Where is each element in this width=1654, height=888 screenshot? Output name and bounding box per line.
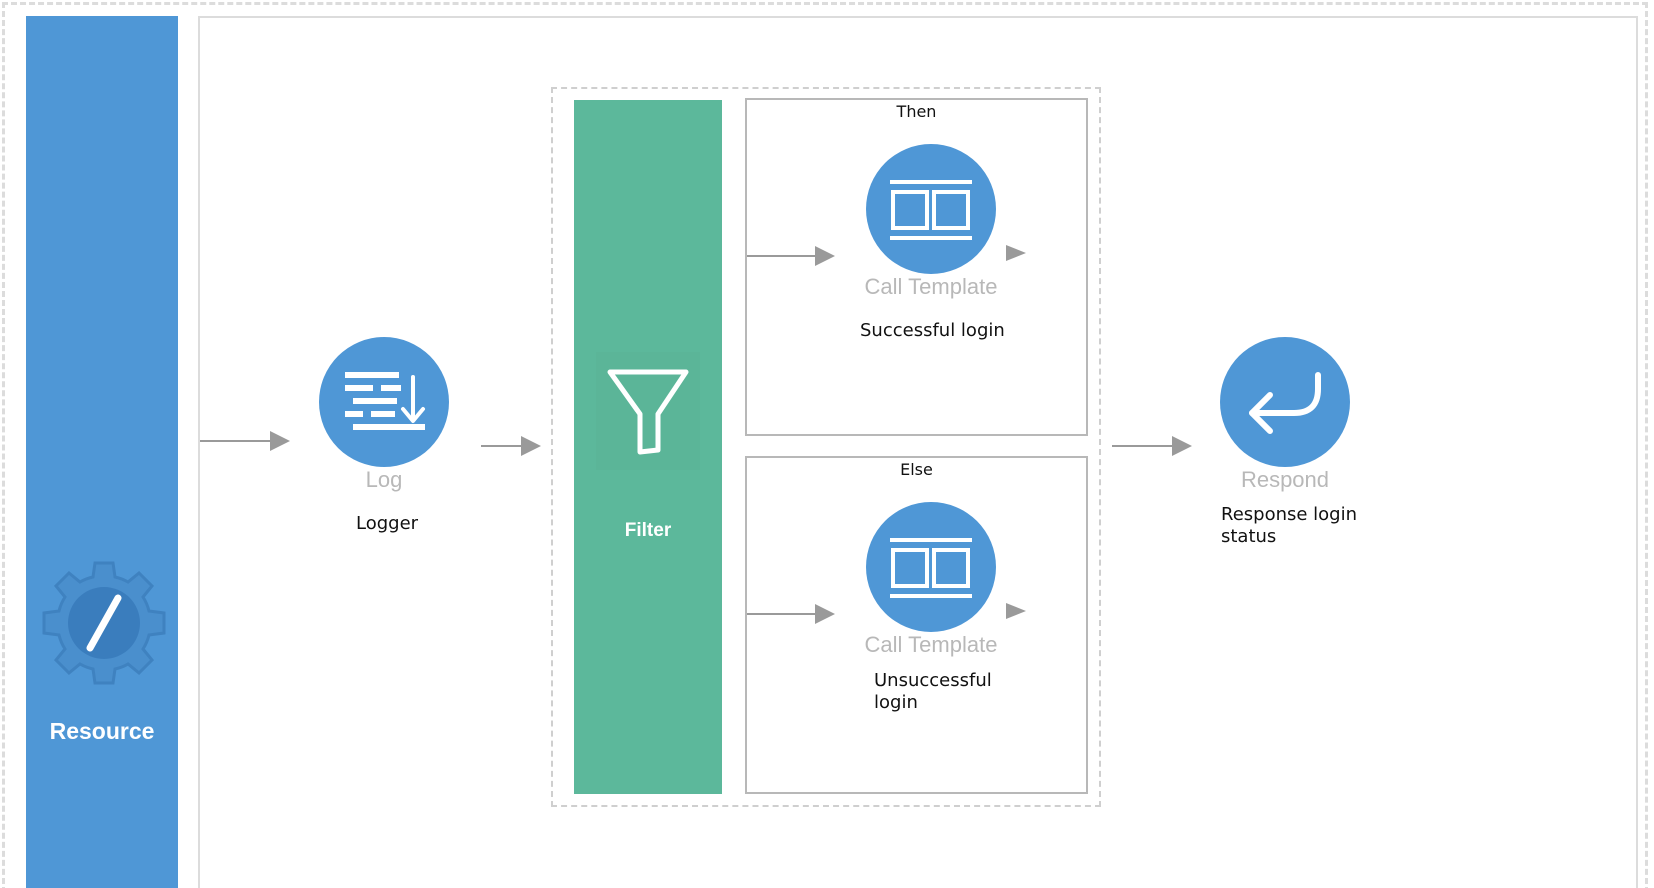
resource-label: Resource — [49, 718, 155, 744]
then-node-name: Successful login — [860, 320, 1005, 341]
flow-arrow-resource-to-log — [200, 431, 290, 451]
else-call-template-node[interactable] — [866, 502, 996, 632]
then-node-type: Call Template — [864, 274, 998, 299]
flow-arrow-then-entry — [747, 246, 837, 266]
log-list-icon — [345, 372, 425, 430]
flow-arrow-log-to-filter — [481, 436, 541, 456]
log-node[interactable] — [319, 337, 449, 467]
filter-label: Filter — [624, 520, 672, 541]
gear-slash-icon — [42, 561, 166, 685]
then-branch-box: Then — [745, 98, 1088, 436]
else-node-name-line2: login — [874, 692, 918, 713]
return-arrow-icon — [1249, 372, 1321, 434]
else-branch-title: Else — [900, 460, 933, 479]
log-node-type: Log — [365, 467, 403, 492]
filter-group — [551, 87, 1101, 807]
resource-panel[interactable] — [26, 16, 178, 888]
flow-arrow-filter-to-respond — [1112, 436, 1192, 456]
else-node-type: Call Template — [864, 632, 998, 657]
respond-node[interactable] — [1220, 337, 1350, 467]
respond-node-name-line2: status — [1221, 526, 1277, 547]
then-call-template-node[interactable] — [866, 144, 996, 274]
template-icon — [890, 180, 972, 240]
filter-icon-box — [596, 352, 700, 470]
else-node-name-line1: Unsuccessful — [874, 670, 992, 691]
else-branch-box: Else — [745, 456, 1088, 794]
flow-arrow-else-entry — [747, 604, 837, 624]
funnel-icon — [607, 369, 689, 455]
flow-canvas — [198, 16, 1638, 888]
template-icon — [890, 538, 972, 598]
respond-node-type: Respond — [1240, 467, 1330, 492]
then-output-arrow — [1006, 245, 1026, 261]
respond-node-name-line1: Response login — [1221, 504, 1358, 525]
then-branch-title: Then — [896, 102, 937, 121]
log-node-name: Logger — [356, 513, 419, 534]
else-output-arrow — [1006, 603, 1026, 619]
